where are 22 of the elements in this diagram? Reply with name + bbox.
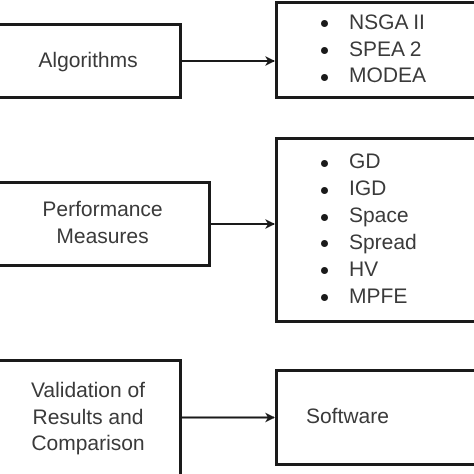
process-box	[0, 23, 182, 99]
arrow	[182, 412, 275, 422]
arrow	[211, 219, 275, 229]
list-item: IGD	[315, 176, 386, 204]
list-box	[275, 137, 474, 323]
list-item: MPFE	[315, 284, 408, 311]
list-item: NSGA II	[315, 10, 425, 37]
box-label: Algorithms	[38, 48, 138, 74]
list-box	[275, 1, 474, 99]
process-box	[275, 369, 474, 466]
list-item: Spread	[315, 230, 417, 257]
list-item: HV	[315, 256, 378, 284]
box-label: Performance Measures	[41, 197, 164, 250]
process-box	[0, 181, 211, 267]
list-item: Space	[315, 203, 409, 230]
list-item: SPEA 2	[315, 36, 422, 64]
box-label: Software	[306, 404, 389, 430]
box-label: Validation of Results and Comparison	[30, 378, 146, 458]
list-item: GD	[315, 149, 380, 176]
arrow	[182, 56, 275, 66]
process-box	[0, 359, 182, 474]
list-item: MODEA	[315, 63, 426, 90]
